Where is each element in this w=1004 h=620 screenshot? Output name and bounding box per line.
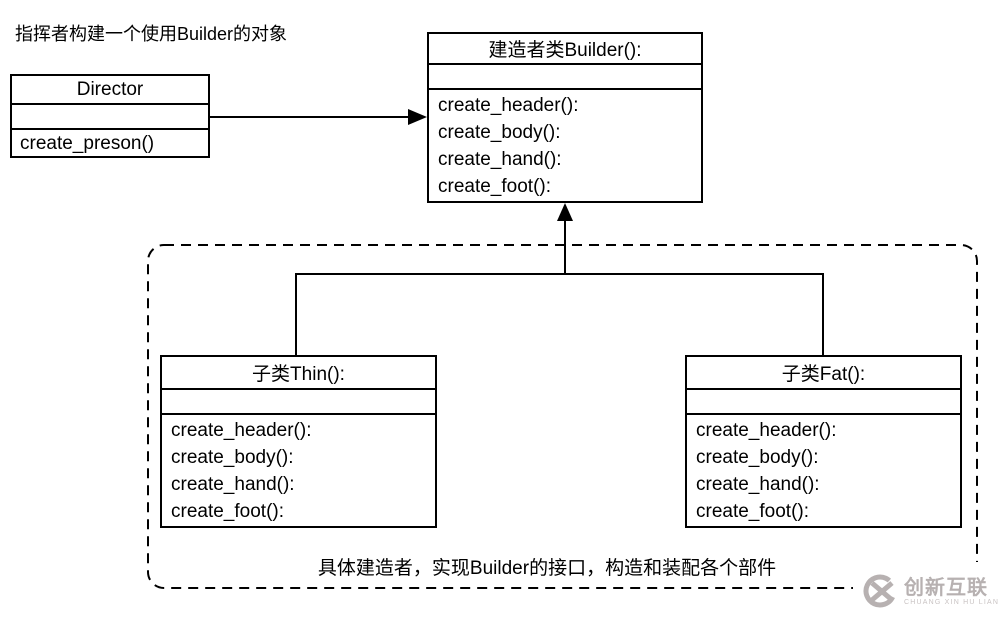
director-annotation: 指挥者构建一个使用Builder的对象 [15, 24, 288, 44]
director-class-methods: create_preson() [12, 130, 208, 156]
director-to-builder-arrowhead [408, 109, 427, 125]
fat-subclass-box: 子类Fat(): create_header(): create_body():… [685, 355, 962, 528]
watermark-text: 创新互联 CHUANG XIN HU LIAN [904, 577, 999, 606]
method-line: create_foot(): [438, 176, 551, 197]
director-class-box: Director create_preson() [10, 74, 210, 158]
fat-subclass-title: 子类Fat(): [781, 364, 866, 385]
method-line: create_foot(): [171, 501, 284, 522]
method-line: create_body(): [696, 447, 819, 468]
method-line: create_header(): [171, 420, 312, 441]
builder-class-attributes-empty [429, 63, 701, 90]
group-caption: 具体建造者，实现Builder的接口，构造和装配各个部件 [317, 558, 777, 579]
director-class-attributes-empty [12, 103, 208, 130]
method-line: create_hand(): [696, 474, 820, 495]
thin-subclass-title: 子类Thin(): [252, 364, 345, 385]
fat-subclass-methods: create_header(): create_body(): create_h… [687, 415, 960, 526]
method-line: create_header(): [438, 95, 579, 116]
watermark-brand-subtitle: CHUANG XIN HU LIAN [904, 598, 1000, 606]
method-line: create_body(): [171, 447, 294, 468]
thin-subclass-methods: create_header(): create_body(): create_h… [162, 415, 435, 526]
builder-class-box: 建造者类Builder(): create_header(): create_b… [427, 32, 703, 203]
watermark-brand-name: 创新互联 [904, 576, 988, 599]
builder-class-methods: create_header(): create_body(): create_h… [429, 90, 701, 201]
method-line: create_body(): [438, 122, 561, 143]
watermark-logo-icon [863, 574, 897, 608]
thin-subclass-box: 子类Thin(): create_header(): create_body()… [160, 355, 437, 528]
method-line: create_hand(): [438, 149, 562, 170]
fat-subclass-attributes-empty [687, 388, 960, 415]
thin-subclass-attributes-empty [162, 388, 435, 415]
method-line: create_preson() [20, 133, 155, 154]
builder-class-title: 建造者类Builder(): [488, 40, 642, 61]
method-line: create_foot(): [696, 501, 809, 522]
subclasses-to-builder-arrowhead [557, 203, 573, 221]
concrete-builders-group-border [147, 244, 978, 589]
method-line: create_header(): [696, 420, 837, 441]
director-class-title: Director [76, 78, 144, 100]
method-line: create_hand(): [171, 474, 295, 495]
watermark: 创新互联 CHUANG XIN HU LIAN [853, 562, 1004, 620]
